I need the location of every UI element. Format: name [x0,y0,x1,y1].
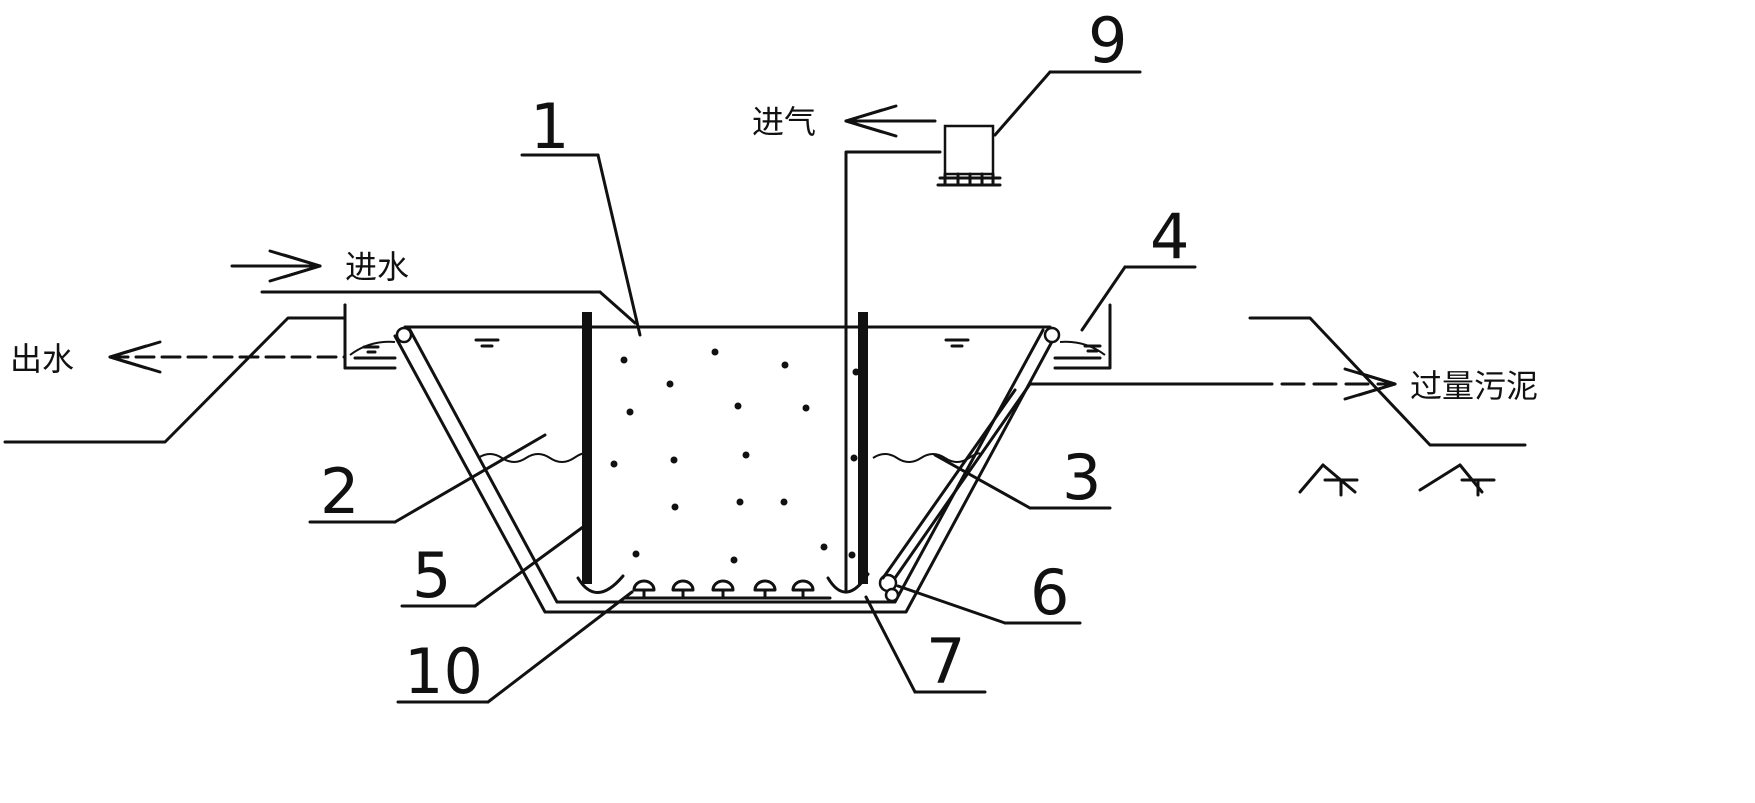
label-outlet-water: 出水 [10,340,74,378]
label-6: 6 [1030,556,1069,629]
particles [610,348,860,564]
outlet-weir-left [343,303,413,370]
water-level-mark [1083,344,1102,353]
water-level-mark [474,338,500,348]
diffuser-head [632,579,656,600]
baffle-left [582,312,592,584]
label-4: 4 [1150,200,1189,273]
arrow-air-inlet [844,104,937,138]
ground-left [3,316,347,444]
label-air-inlet: 进气 [752,103,816,141]
earth-symbol [1298,463,1359,497]
label-10: 10 [404,635,483,708]
leader-lines [308,70,1197,704]
ground-right [1248,316,1527,497]
blower-icon [936,124,1002,187]
diffuser-head [791,579,815,600]
sludge-interface-right [872,452,982,463]
label-2: 2 [320,455,359,528]
label-7: 7 [926,625,965,698]
air-pipe [844,150,942,592]
baffle-bend-right [826,572,870,594]
baffle-right [858,312,868,584]
label-excess-sludge: 过量污泥 [1410,367,1538,405]
earth-symbol [1418,463,1496,497]
baffle-bend-left [576,574,625,594]
sludge-pipe [878,382,1252,603]
sludge-interface-left [477,452,587,463]
arrow-inlet-water [230,249,637,325]
arrow-excess-sludge [1248,367,1397,401]
label-1: 1 [530,90,569,163]
outlet-weir-right [1043,303,1112,370]
diffuser-head [753,579,777,600]
label-9: 9 [1088,4,1127,77]
water-level-mark [362,345,380,354]
water-level-mark [944,338,970,348]
diffuser-head [671,579,695,600]
tank [343,303,1112,614]
label-5: 5 [412,539,451,612]
aeration-diffusers [623,579,832,600]
diffuser-head [711,579,735,600]
label-3: 3 [1062,441,1101,514]
label-inlet-water: 进水 [345,248,409,286]
arrow-outlet-water [108,340,347,374]
